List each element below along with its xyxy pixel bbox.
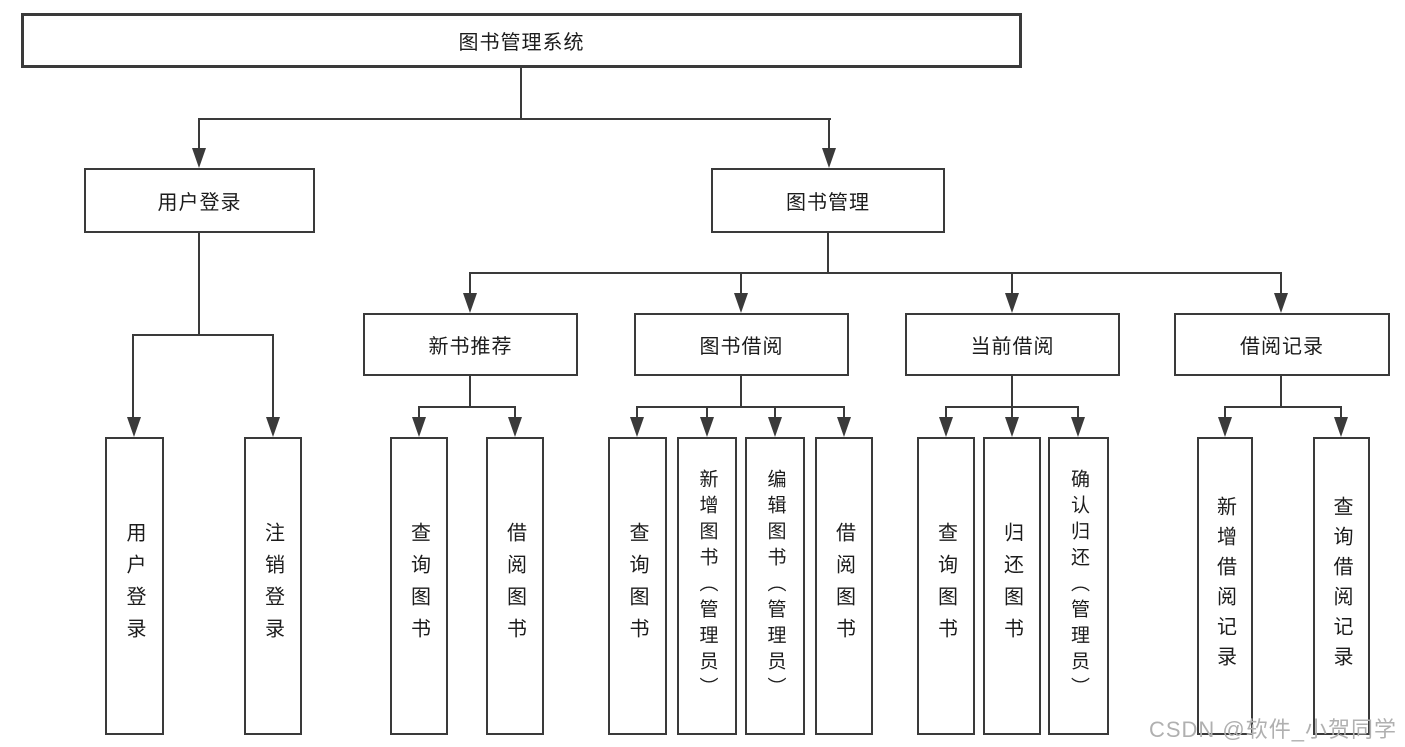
arrow-down-icon (508, 417, 522, 437)
arrow-down-icon (700, 417, 714, 437)
arrow-down-icon (412, 417, 426, 437)
connector-line (636, 406, 845, 408)
leaf-query-books-borrow: 查询图书 (608, 437, 667, 735)
leaf-label: 查询图书 (626, 522, 648, 650)
leaf-label: 编辑图书（管理员） (764, 469, 786, 703)
connector-line (198, 233, 200, 336)
connector-line (132, 334, 274, 336)
arrow-down-icon (127, 417, 141, 437)
node-user-login-module: 用户登录 (84, 168, 315, 233)
leaf-add-book-admin: 新增图书（管理员） (677, 437, 737, 735)
leaf-query-books-recommend: 查询图书 (390, 437, 448, 735)
leaf-label: 借阅图书 (503, 522, 526, 650)
node-label: 图书管理系统 (458, 32, 585, 54)
leaf-query-books-current: 查询图书 (917, 437, 975, 735)
node-label: 图书借阅 (699, 336, 784, 358)
arrow-down-icon (192, 148, 206, 168)
leaf-label: 查询借阅记录 (1330, 496, 1352, 676)
leaf-label: 借阅图书 (832, 522, 855, 650)
connector-line (514, 406, 516, 420)
connector-line (1280, 376, 1282, 408)
arrow-down-icon (266, 417, 280, 437)
leaf-label: 新增借阅记录 (1213, 496, 1236, 676)
connector-line (469, 376, 471, 408)
leaf-confirm-return-admin: 确认归还（管理员） (1048, 437, 1109, 735)
connector-line (1011, 406, 1013, 420)
connector-line (827, 233, 829, 274)
leaf-borrow-books: 借阅图书 (815, 437, 873, 735)
connector-line (418, 406, 420, 420)
connector-line (828, 118, 830, 150)
node-label: 当前借阅 (970, 336, 1055, 358)
arrow-down-icon (939, 417, 953, 437)
arrow-down-icon (1005, 417, 1019, 437)
leaf-label: 归还图书 (1000, 522, 1023, 650)
connector-line (198, 118, 200, 150)
arrow-down-icon (463, 293, 477, 313)
connector-line (1011, 272, 1013, 295)
leaf-label: 注销登录 (261, 522, 284, 650)
connector-line (636, 406, 638, 420)
connector-line (469, 272, 471, 295)
node-label: 借阅记录 (1240, 336, 1324, 358)
leaf-edit-book-admin: 编辑图书（管理员） (745, 437, 805, 735)
arrow-down-icon (768, 417, 782, 437)
node-book-management-module: 图书管理 (711, 168, 945, 233)
connector-line (740, 376, 742, 408)
node-label: 用户登录 (157, 192, 242, 214)
connector-line (843, 406, 845, 420)
leaf-label: 确认归还（管理员） (1068, 469, 1089, 703)
arrow-down-icon (734, 293, 748, 313)
leaf-label: 用户登录 (123, 522, 145, 650)
connector-line (945, 406, 947, 420)
leaf-query-borrow-record: 查询借阅记录 (1313, 437, 1370, 735)
leaf-return-book: 归还图书 (983, 437, 1041, 735)
leaf-label: 查询图书 (407, 522, 430, 650)
connector-line (1011, 376, 1013, 408)
connector-line (132, 334, 134, 419)
arrow-down-icon (1005, 293, 1019, 313)
connector-line (1077, 406, 1079, 420)
node-label: 图书管理 (786, 192, 870, 214)
leaf-user-login: 用户登录 (105, 437, 164, 735)
leaf-label: 查询图书 (934, 522, 957, 650)
leaf-logout: 注销登录 (244, 437, 302, 735)
node-label: 新书推荐 (428, 336, 513, 358)
node-root-system: 图书管理系统 (21, 13, 1022, 68)
leaf-add-borrow-record: 新增借阅记录 (1197, 437, 1253, 735)
arrow-down-icon (630, 417, 644, 437)
connector-line (418, 406, 516, 408)
connector-line (740, 272, 742, 295)
node-new-book-recommend: 新书推荐 (363, 313, 578, 376)
connector-line (469, 272, 1282, 274)
connector-line (520, 68, 522, 120)
node-current-borrowing: 当前借阅 (905, 313, 1120, 376)
connector-line (774, 406, 776, 420)
leaf-borrow-books-recommend: 借阅图书 (486, 437, 544, 735)
connector-line (1224, 406, 1342, 408)
arrow-down-icon (1218, 417, 1232, 437)
node-borrowing-records: 借阅记录 (1174, 313, 1390, 376)
connector-line (1280, 272, 1282, 295)
connector-line (272, 334, 274, 419)
arrow-down-icon (1334, 417, 1348, 437)
arrow-down-icon (1071, 417, 1085, 437)
arrow-down-icon (1274, 293, 1288, 313)
leaf-label: 新增图书（管理员） (696, 469, 718, 703)
connector-line (706, 406, 708, 420)
arrow-down-icon (822, 148, 836, 168)
connector-line (1224, 406, 1226, 420)
csdn-watermark: CSDN @软件_小贺同学 (1148, 717, 1397, 742)
node-book-borrowing: 图书借阅 (634, 313, 849, 376)
connector-line (1340, 406, 1342, 420)
arrow-down-icon (837, 417, 851, 437)
connector-line (198, 118, 831, 120)
